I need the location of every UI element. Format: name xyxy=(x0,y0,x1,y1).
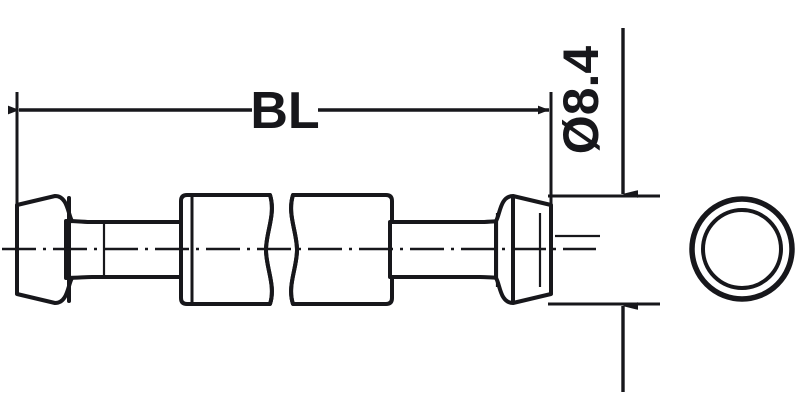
end-view-inner-circle xyxy=(701,208,783,290)
dimension-label-head-diameter: Ø8.4 xyxy=(553,46,609,155)
center-cross-marks xyxy=(102,213,600,287)
dimension-bolt-length: BL xyxy=(7,82,553,212)
dimension-head-diameter: Ø8.4 xyxy=(548,28,660,392)
end-view xyxy=(689,196,795,302)
dimension-label-bolt-length: BL xyxy=(250,82,319,140)
side-elevation-view xyxy=(2,193,600,306)
